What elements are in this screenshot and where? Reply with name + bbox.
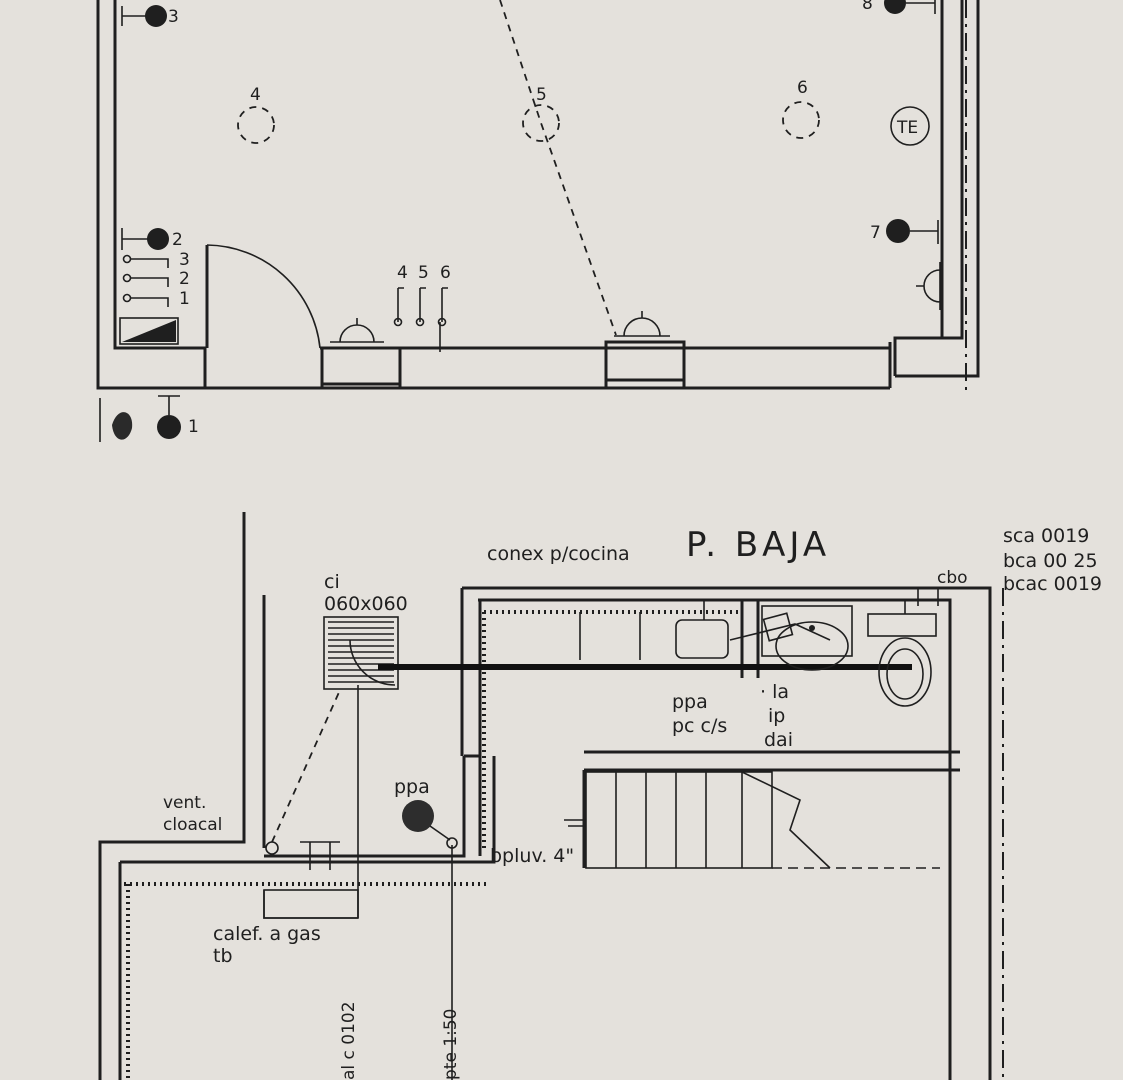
ppa-label: ppa <box>394 776 430 798</box>
pluv-label: bpluv. 4" <box>490 845 574 867</box>
upper-plan-inner-wall <box>320 0 964 388</box>
fixture-4-label: 4 <box>250 85 261 105</box>
vent-label-2: cloacal <box>163 815 222 835</box>
upper-plan-outer-wall <box>96 0 892 390</box>
ppa-pc-label-2: pc c/s <box>672 715 727 737</box>
kitchen-sink <box>675 600 729 659</box>
code-line-2: bca 00 25 <box>1003 550 1098 572</box>
fixture-7: 7 <box>870 219 939 244</box>
board-label-2: 2 <box>179 269 190 289</box>
toilet <box>867 600 937 707</box>
fixture-5-label: 5 <box>536 85 547 105</box>
ci-label: ci <box>324 571 340 593</box>
stairs <box>564 771 940 869</box>
ci-size-label: 060x060 <box>324 593 408 615</box>
doorbell-icon <box>112 412 133 440</box>
board-circuits: 3 2 1 <box>122 250 190 309</box>
cbo-pipe <box>917 588 939 606</box>
upper-plan: 3 2 8 7 3 2 1 <box>96 0 980 442</box>
fixture-1-label: 1 <box>188 417 199 437</box>
fixture-6-label: 6 <box>797 78 808 98</box>
window-sill-center <box>604 340 686 382</box>
plan-title: P. BAJA <box>686 525 830 565</box>
code-line-3: bcac 0019 <box>1003 573 1102 595</box>
la-label: · la <box>760 681 789 703</box>
fixture-2-label: 2 <box>172 230 183 250</box>
socket-outlet-right <box>916 262 941 310</box>
electrical-board-fill <box>122 320 176 342</box>
circuit-run-5 <box>499 0 617 336</box>
window-sill-left <box>320 346 402 386</box>
ip-label: ip <box>768 705 785 727</box>
inspection-chamber: ci 060x060 <box>323 571 408 690</box>
pte-label: pte 1:50 <box>441 1009 461 1080</box>
fixture-3: 3 <box>121 5 179 27</box>
fixture-8-label: 8 <box>862 0 873 14</box>
conex-label: conex p/cocina <box>487 543 630 565</box>
ceiling-light-6: 6 <box>782 78 820 139</box>
lower-plan: P. BAJA conex p/cocina sca 0019 bca 00 2… <box>98 512 1102 1080</box>
board-label-1: 1 <box>179 289 190 309</box>
socket-outlet-center <box>614 311 670 337</box>
fixture-1: 1 <box>99 395 199 442</box>
gas-heater-box <box>263 889 359 919</box>
te-outlet: TE <box>890 106 930 146</box>
ppa-drain-icon <box>402 800 434 832</box>
calef-label: calef. a gas <box>213 923 321 945</box>
fixture-7-label: 7 <box>870 223 881 243</box>
switch-group-456: 4 5 6 <box>393 263 451 352</box>
gas-heater-vent <box>300 841 340 870</box>
bathroom-basin <box>729 605 853 671</box>
switch-label-4: 4 <box>397 263 408 283</box>
vent-cloacal-pipe <box>265 841 279 855</box>
fixture-3-label: 3 <box>168 7 179 27</box>
te-label: TE <box>896 118 918 138</box>
ppa-connector <box>429 825 451 841</box>
stair-wall <box>582 750 960 868</box>
board-label-3: 3 <box>179 250 190 270</box>
insulation-dotted-line <box>124 610 740 886</box>
rain-downpipe <box>446 837 458 849</box>
cbo-label: cbo <box>937 568 968 588</box>
vent-label-1: vent. <box>163 793 206 813</box>
vent-dashed-run <box>271 689 341 843</box>
lower-plan-inner-wall <box>120 600 496 864</box>
al-label: al c 0102 <box>339 1001 359 1080</box>
kitchen-counter-lines <box>579 612 641 660</box>
door-swing-arc <box>206 244 321 349</box>
lower-plan-top-wall <box>460 586 992 1080</box>
lower-plan-left-wall <box>98 512 266 1080</box>
calef-tb-label: tb <box>213 945 233 967</box>
switch-label-6: 6 <box>440 263 451 283</box>
switch-label-5: 5 <box>418 263 429 283</box>
code-line-1: sca 0019 <box>1003 525 1089 547</box>
ppa-pc-label-1: ppa <box>672 691 708 713</box>
fixture-8: 8 <box>862 0 936 14</box>
fixture-2: 2 <box>121 228 183 250</box>
ceiling-light-4: 4 <box>237 85 275 144</box>
ceiling-light-5: 5 <box>522 85 560 142</box>
electrical-board <box>119 317 179 345</box>
socket-outlet-left <box>330 318 384 343</box>
upper-plan-right-wall <box>895 0 980 378</box>
dai-label: dai <box>764 729 793 751</box>
